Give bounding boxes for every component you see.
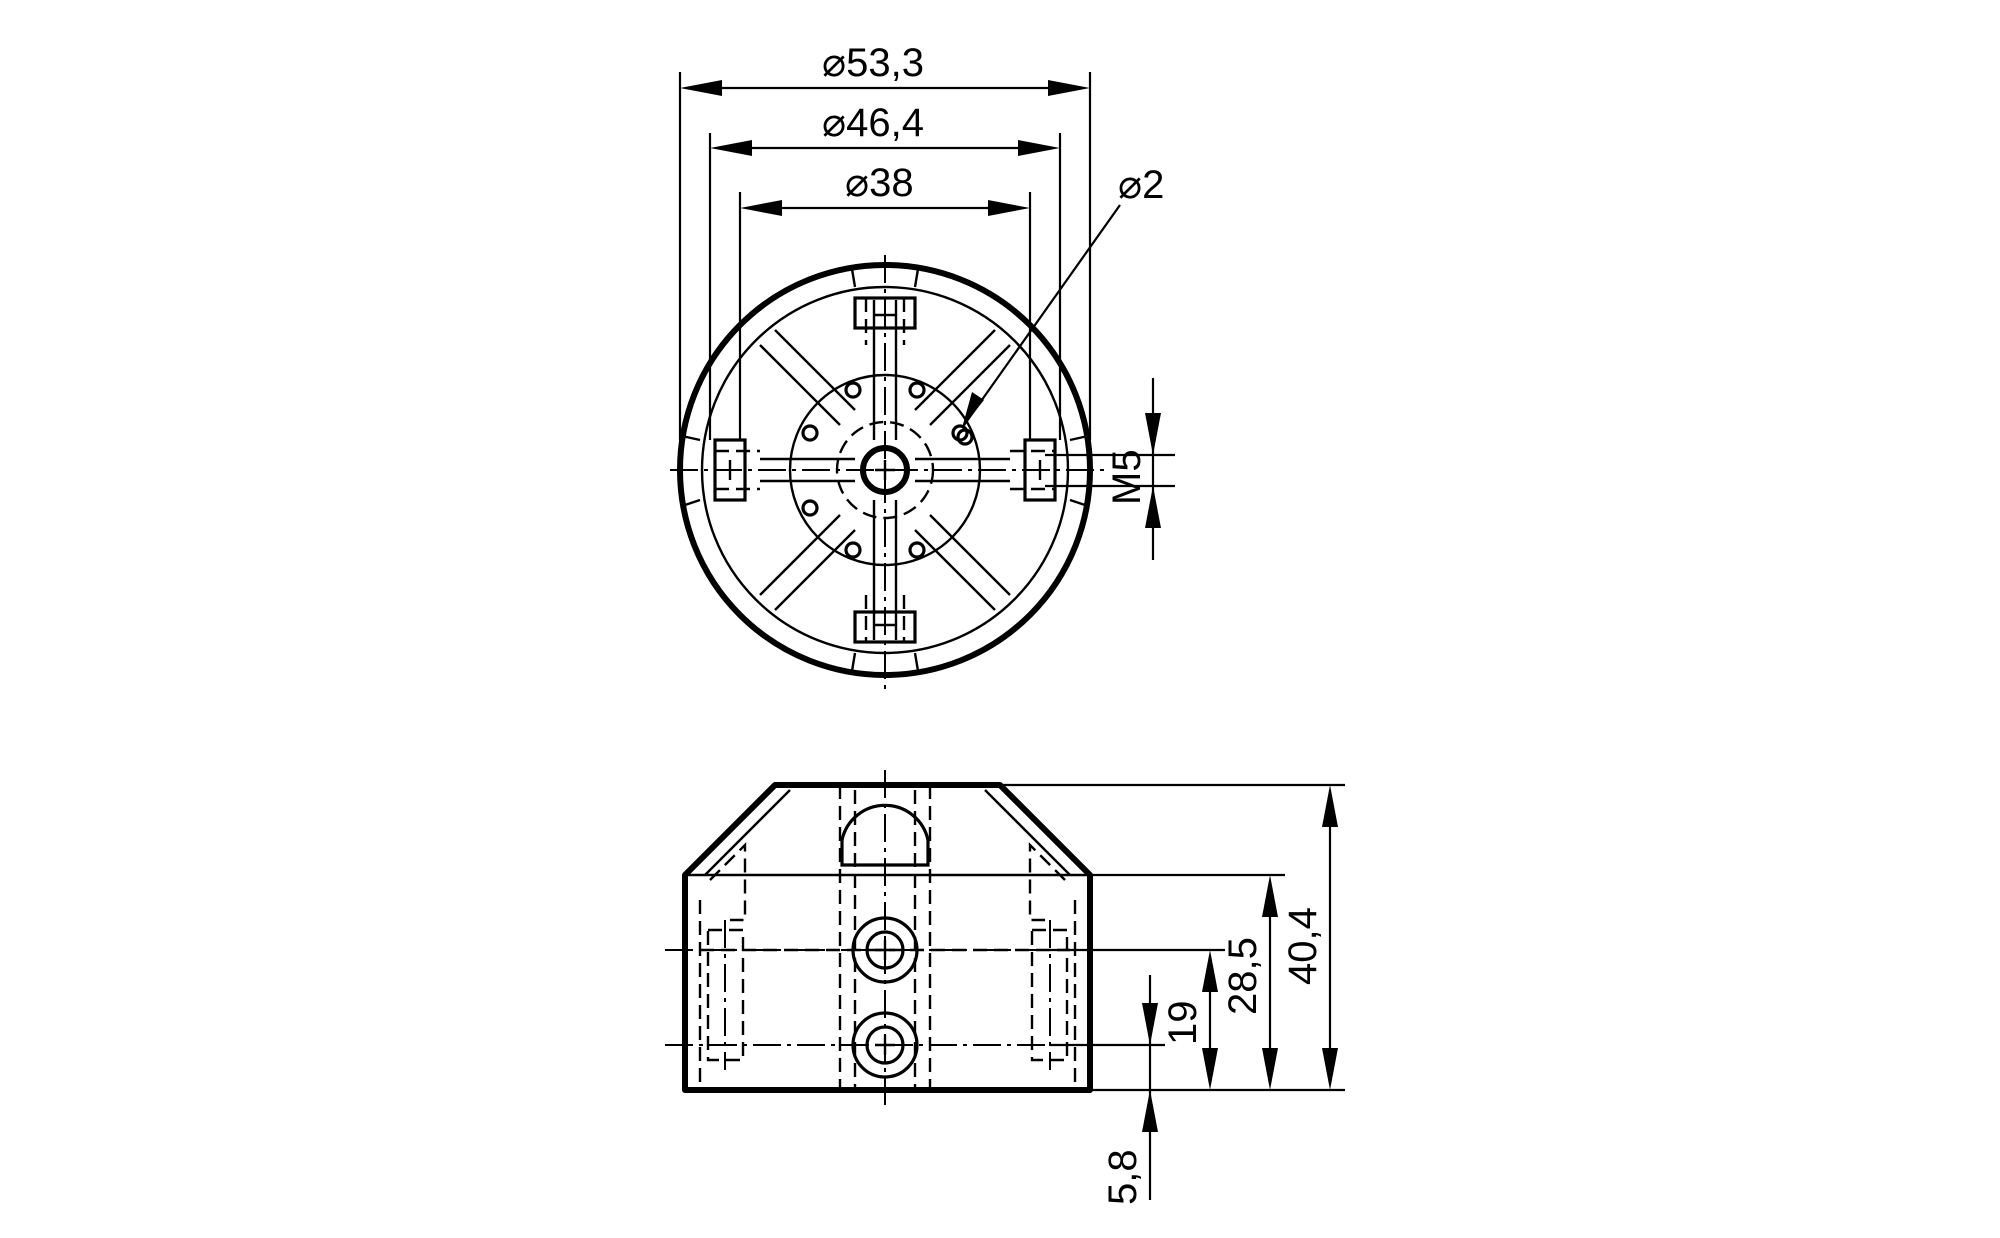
diameter-symbol: ⌀ xyxy=(1118,163,1142,207)
diameter-symbol: ⌀ xyxy=(822,41,846,85)
side-view-labels: 40,4 28,5 19 5,8 xyxy=(1101,907,1325,1205)
small-holes xyxy=(801,381,974,559)
svg-text:⌀53,3: ⌀53,3 xyxy=(822,41,924,85)
hidden-lines xyxy=(698,785,1077,1090)
top-boss xyxy=(840,803,930,867)
side-view xyxy=(665,770,1110,1105)
rim-ticks xyxy=(681,268,1089,672)
dim-hole-diameter: 2 xyxy=(1142,163,1164,207)
diameter-symbol: ⌀ xyxy=(845,161,869,205)
dim-mid-height: 19 xyxy=(1161,1001,1205,1046)
top-view-dimensions xyxy=(678,72,1175,560)
center-crosses xyxy=(728,313,1042,627)
svg-text:⌀46,4: ⌀46,4 xyxy=(822,101,924,145)
svg-text:⌀2: ⌀2 xyxy=(1118,163,1164,207)
dim-inner-diameter: 38 xyxy=(869,161,914,205)
diameter-symbol: ⌀ xyxy=(822,101,846,145)
top-view xyxy=(670,255,1110,690)
svg-text:⌀38: ⌀38 xyxy=(845,161,914,205)
dim-thread-label: M5 xyxy=(1105,449,1149,505)
dim-total-height: 40,4 xyxy=(1281,907,1325,985)
side-view-dimensions xyxy=(1000,783,1345,1200)
dim-bottom-offset: 5,8 xyxy=(1101,1149,1145,1205)
dim-upper-height: 28,5 xyxy=(1221,937,1265,1015)
boss-dashes xyxy=(715,298,1055,642)
dim-mid-diameter: 46,4 xyxy=(846,101,924,145)
dim-outer-diameter: 53,3 xyxy=(846,41,924,85)
top-view-labels: ⌀53,3 ⌀46,4 ⌀38 ⌀2 M5 xyxy=(822,41,1164,505)
side-centerlines xyxy=(665,770,1110,1105)
